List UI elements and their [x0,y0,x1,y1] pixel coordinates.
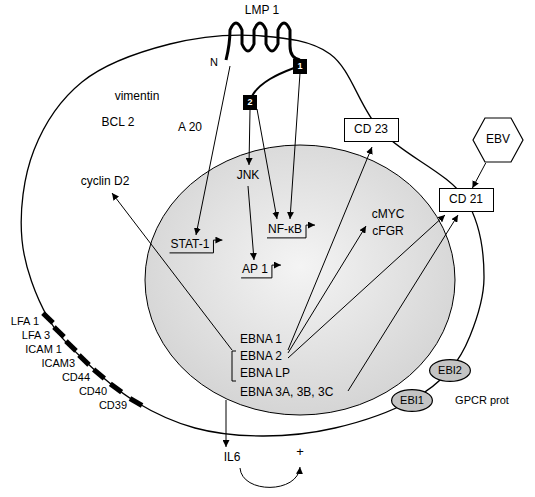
membrane-bar [64,339,78,352]
adhesion-molecule-name: CD44 [62,371,90,384]
lmp1-tail [252,68,294,96]
virus-hexagon: EBV [472,117,524,163]
cytokine-name: IL6 [224,451,241,465]
signal-arrow [249,110,250,165]
adhesion-molecule-name: ICAM3 [41,357,75,370]
membrane-bar [109,382,123,394]
protein-name: A 20 [178,121,202,135]
adhesion-molecule-name: LFA 3 [22,329,50,342]
membrane-bar [41,311,55,324]
domain-box: 1 [293,59,307,74]
protein-name: cyclin D2 [81,175,130,189]
signal-arrows [112,66,458,487]
lmp1-protein [226,23,300,60]
gene-name: cMYC [372,208,405,222]
viral-protein: EBNA 2 [240,350,282,364]
nucleus [145,145,455,415]
autocrine-loop [240,467,300,487]
node-text: CD 23 [354,123,388,137]
node-text: EBI2 [438,364,462,377]
viral-protein: EBNA 1 [240,333,282,347]
adhesion-molecules [41,311,143,407]
signal-arrow [290,73,300,219]
adhesion-molecule-name: ICAM 1 [25,343,62,356]
adhesion-molecule-name: CD39 [99,399,127,412]
signal-arrow [196,66,230,235]
membrane-bar [129,396,144,407]
node-text: EBI1 [400,394,424,407]
secretion-arrow [226,400,227,447]
adhesion-molecule-name: CD40 [79,385,107,398]
effect-sign: + [296,445,304,460]
cell-membrane [21,35,484,436]
viral-protein: EBNA 3A, 3B, 3C [240,386,333,400]
induction-arrow [112,193,232,350]
membrane-bar [52,325,66,338]
bracket [232,351,236,381]
node-text: 1 [297,61,302,71]
gene-name: cFGR [372,225,403,239]
signal-arrow [248,186,254,260]
ellipse-shape [392,389,433,411]
transcription-factor: NF-κB [268,223,302,237]
viral-protein: EBNA LP [240,367,290,381]
receptor-box: CD 23 [344,118,399,142]
node-text: CD 21 [449,193,483,207]
connector-arrow [472,163,485,188]
protein-name: LMP 1 [245,4,279,18]
protein-name: BCL 2 [102,116,135,130]
adhesion-molecule-name: LFA 1 [11,315,39,328]
domain-box: 2 [243,95,257,110]
induction-arrow [288,226,366,353]
group-label: GPCR prot [455,394,509,407]
signal-arrow [257,109,277,219]
gpcr-ellipse: EBI1 [391,389,433,412]
receptor-box: CD 21 [439,188,494,212]
node-text: EBV [486,133,510,147]
hexagon-shape [473,118,523,162]
transcription-factor: STAT-1 [171,238,210,252]
terminus-label: N [210,56,218,69]
kinase-name: JNK [237,169,260,183]
node-text: 2 [247,97,252,107]
protein-name: vimentin [115,90,160,104]
induction-arrow [288,215,445,358]
transcription-factor: AP 1 [242,263,268,277]
ellipse-shape [430,359,471,381]
membrane-bar [77,353,91,366]
membrane-bar [92,368,106,381]
gpcr-ellipse: EBI2 [429,359,471,382]
